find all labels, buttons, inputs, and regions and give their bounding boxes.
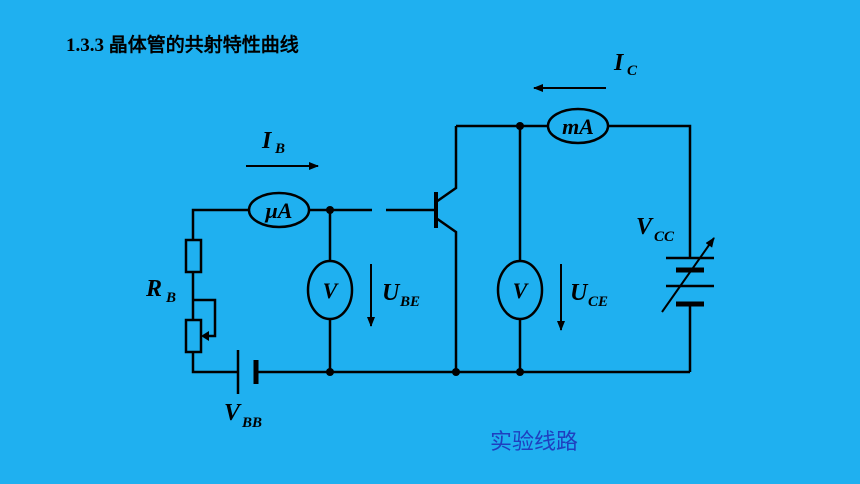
slide-title: 1.3.3 晶体管的共射特性曲线 bbox=[66, 35, 299, 56]
direction-arrows bbox=[246, 84, 606, 331]
label-rb: R B bbox=[145, 276, 176, 306]
milliammeter: mA bbox=[546, 107, 610, 145]
microammeter: μA bbox=[247, 191, 311, 229]
voltmeter-ce-label: V bbox=[513, 278, 530, 303]
label-ic: I C bbox=[613, 50, 638, 79]
collector-circuit-wires bbox=[456, 124, 692, 372]
voltmeter-ce: V bbox=[496, 259, 544, 321]
voltmeter-be: V bbox=[306, 259, 354, 321]
svg-text:R: R bbox=[145, 276, 162, 302]
microammeter-label: μA bbox=[265, 198, 293, 223]
svg-text:BE: BE bbox=[399, 294, 420, 310]
label-vbb: V BB bbox=[224, 400, 262, 431]
label-ib: I B bbox=[261, 128, 285, 157]
svg-text:CC: CC bbox=[654, 229, 675, 245]
svg-text:I: I bbox=[613, 50, 625, 76]
experiment-caption: 实验线路 bbox=[490, 430, 579, 455]
label-uce: U CE bbox=[570, 280, 608, 310]
label-vcc: V CC bbox=[636, 214, 675, 245]
svg-text:I: I bbox=[261, 128, 273, 154]
base-circuit-wires bbox=[191, 208, 690, 374]
svg-text:C: C bbox=[627, 63, 638, 79]
junction-dots bbox=[326, 122, 524, 376]
transistor bbox=[434, 126, 458, 372]
svg-text:U: U bbox=[570, 280, 589, 306]
svg-text:B: B bbox=[274, 141, 285, 157]
svg-text:B: B bbox=[165, 290, 176, 306]
rheostat-rb bbox=[184, 238, 217, 354]
svg-text:CE: CE bbox=[588, 294, 608, 310]
milliammeter-label: mA bbox=[562, 114, 594, 139]
voltmeter-be-label: V bbox=[323, 278, 340, 303]
label-ube: U BE bbox=[382, 280, 420, 310]
svg-text:BB: BB bbox=[241, 415, 262, 431]
battery-vbb bbox=[236, 350, 259, 394]
svg-text:V: V bbox=[224, 400, 242, 426]
battery-vcc bbox=[661, 237, 715, 313]
svg-text:V: V bbox=[636, 214, 654, 240]
svg-text:U: U bbox=[382, 280, 401, 306]
